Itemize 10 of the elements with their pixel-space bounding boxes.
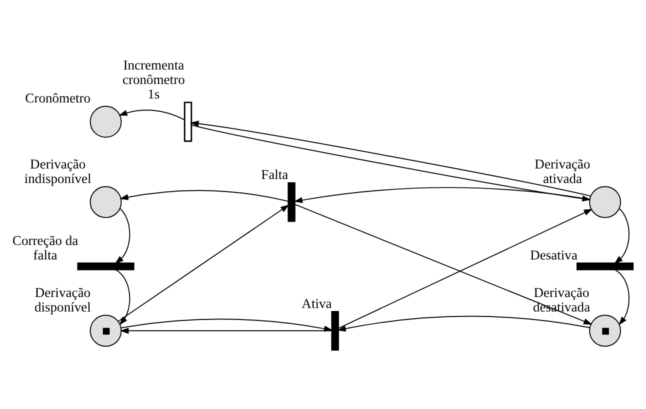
node-label: Ativa xyxy=(302,296,332,311)
node-label: Incrementa cronômetro xyxy=(122,58,185,88)
node-label: Correção da falta xyxy=(12,232,78,262)
node-label: Cronômetro xyxy=(25,90,91,106)
node-label: Desativa xyxy=(530,247,578,262)
node-label: Falta xyxy=(261,167,288,182)
node-label: Derivação ativada xyxy=(534,156,590,186)
node-label: 1s xyxy=(148,86,160,102)
node-label: Derivação indisponível xyxy=(24,156,92,186)
node-label: Derivação disponível xyxy=(34,285,91,315)
